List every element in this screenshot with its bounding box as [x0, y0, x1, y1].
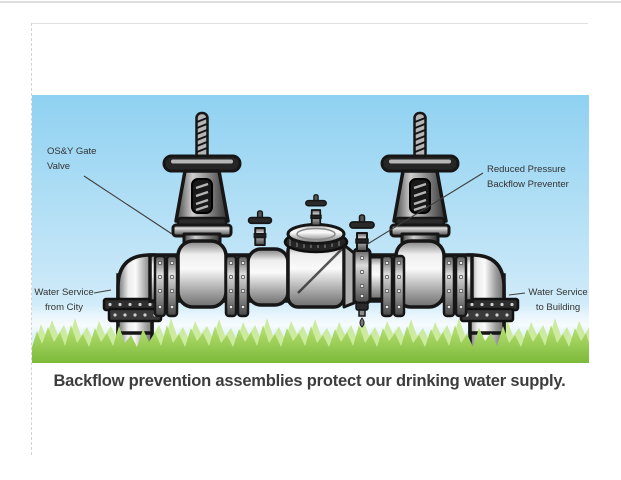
diagram-caption: Backflow prevention assemblies protect o… [53, 372, 566, 390]
label-line: OS&Y Gate [47, 146, 97, 157]
top-divider [0, 1, 621, 3]
flange-pair [224, 254, 250, 318]
leader-lines [83, 172, 526, 296]
check-barrel [246, 247, 290, 307]
backflow-diagram: OS&Y Gate Valve Reduced Pressure Backflo… [32, 95, 589, 363]
relief-drain-icon [355, 302, 369, 328]
label-water-service-building: Water Service to Building [526, 286, 590, 315]
leader-osy [83, 175, 173, 235]
outlet-spool [368, 255, 384, 301]
water-drip [359, 317, 365, 328]
flange-pair [153, 254, 179, 318]
leader-water-city [93, 289, 112, 294]
label-line: to Building [535, 301, 581, 313]
label-line: Water Service [528, 287, 588, 298]
label-line: Backflow Preventer [487, 178, 569, 190]
diagram-illustration [32, 95, 589, 363]
label-line: Valve [47, 160, 71, 172]
label-reduced-pressure: Reduced Pressure Backflow Preventer [487, 163, 569, 192]
leader-reduced-pressure [365, 172, 484, 246]
leader-water-building [508, 292, 526, 296]
label-line: from City [45, 301, 83, 313]
flange-pair [442, 254, 468, 318]
label-line: Reduced Pressure [487, 164, 566, 175]
label-line: Water Service [34, 287, 94, 298]
flange-pair [380, 254, 406, 318]
label-water-service-city: Water Service from City [32, 286, 96, 315]
rp-central-body [283, 193, 349, 309]
outlet-taper [342, 243, 356, 309]
label-osy-gate-valve: OS&Y Gate Valve [47, 145, 96, 174]
